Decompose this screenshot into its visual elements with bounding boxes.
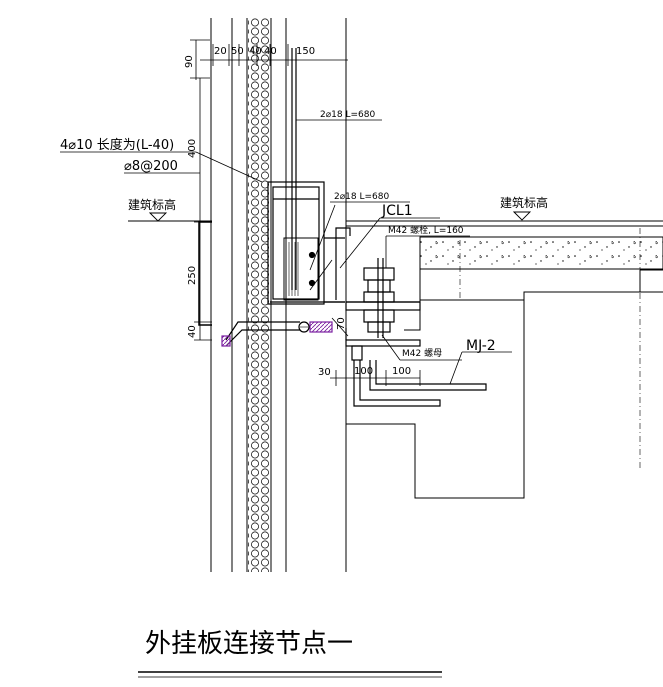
mj2-label: MJ-2	[466, 338, 496, 354]
dim-bottom-100b: 100	[392, 366, 411, 377]
elevation-marker-right	[512, 211, 532, 221]
bottom-dimension-group	[330, 310, 421, 386]
nut-label: M42 螺母	[402, 348, 442, 359]
floor-slab-and-beam	[346, 220, 663, 499]
leader-lines	[60, 119, 512, 385]
dim-top-50: 50	[231, 46, 244, 57]
dim-bottom-30: 30	[318, 367, 331, 378]
insulation-layer-hatch	[248, 18, 270, 572]
panel-connection-hook	[221, 317, 349, 347]
embed-plate-mj2	[345, 339, 487, 407]
steel-connector-jcl1	[335, 227, 421, 340]
dim-mid-70: 70	[336, 317, 347, 330]
dim-left-40: 40	[187, 325, 198, 338]
dim-top-40a: 40	[249, 46, 262, 57]
rebar-mid-label: 2⌀18 L=680	[334, 192, 389, 202]
elevation-label-right: 建筑标高	[500, 195, 548, 210]
left-stirrup	[198, 221, 212, 326]
elevation-label-left: 建筑标高	[128, 197, 176, 212]
drawing-title: 外挂板连接节点一	[145, 629, 353, 659]
title-underline	[138, 671, 442, 678]
rebar-main-label: 4⌀10 长度为(L-40)	[60, 137, 174, 153]
bolt-label: M42 螺栓, L=160	[388, 224, 464, 236]
embedded-rebar-frame	[267, 48, 345, 305]
rebar-top-label: 2⌀18 L=680	[320, 110, 375, 120]
left-dimension-group	[194, 78, 212, 341]
exterior-wall-panel	[210, 18, 347, 572]
dim-top-90: 90	[184, 55, 195, 68]
dim-left-250: 250	[187, 266, 198, 285]
jcl1-label: JCL1	[381, 203, 413, 219]
dim-top-150: 150	[296, 46, 315, 57]
dim-bottom-100a: 100	[354, 366, 373, 377]
dim-left-400: 400	[187, 139, 198, 158]
elevation-marker-left	[128, 212, 212, 222]
rebar-stirrup-label: ⌀8@200	[124, 159, 178, 174]
dim-top-40b: 40	[264, 46, 277, 57]
dim-top-20: 20	[214, 46, 227, 57]
centerline-marks	[459, 228, 641, 470]
